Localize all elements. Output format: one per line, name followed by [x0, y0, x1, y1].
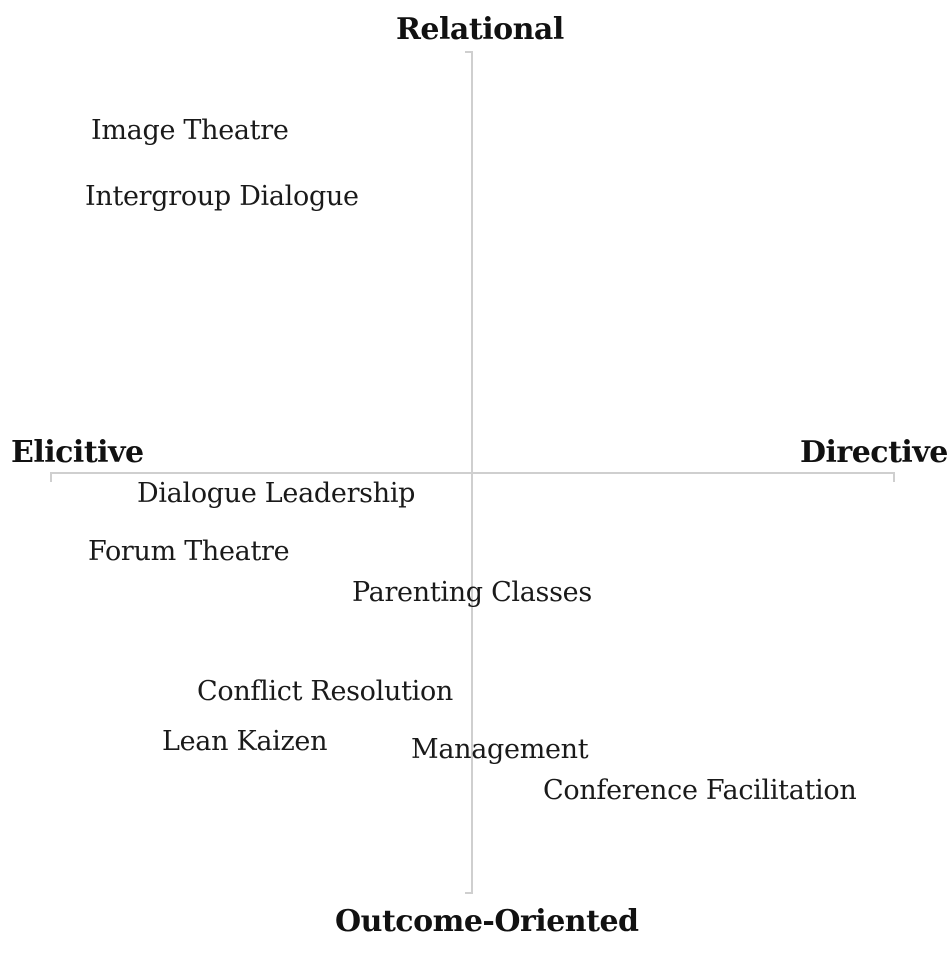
item-label: Forum Theatre [88, 536, 290, 567]
item-label: Management [411, 734, 589, 765]
item-label: Dialogue Leadership [137, 478, 416, 509]
axis-label-bottom: Outcome-Oriented [335, 904, 639, 939]
item-label: Lean Kaizen [162, 726, 328, 757]
horizontal-axis-left-tick [50, 472, 52, 482]
vertical-axis-bottom-tick [465, 892, 473, 894]
horizontal-axis-line [51, 472, 895, 474]
item-label: Image Theatre [91, 115, 289, 146]
axis-label-top: Relational [396, 12, 564, 47]
item-label: Conflict Resolution [197, 676, 453, 707]
item-label: Conference Facilitation [543, 775, 857, 806]
axis-label-right: Directive [800, 435, 948, 470]
axis-label-left: Elicitive [11, 435, 144, 470]
horizontal-axis-right-tick [893, 472, 895, 482]
item-label: Intergroup Dialogue [85, 181, 359, 212]
item-label: Parenting Classes [352, 577, 592, 608]
vertical-axis-top-tick [465, 51, 473, 53]
